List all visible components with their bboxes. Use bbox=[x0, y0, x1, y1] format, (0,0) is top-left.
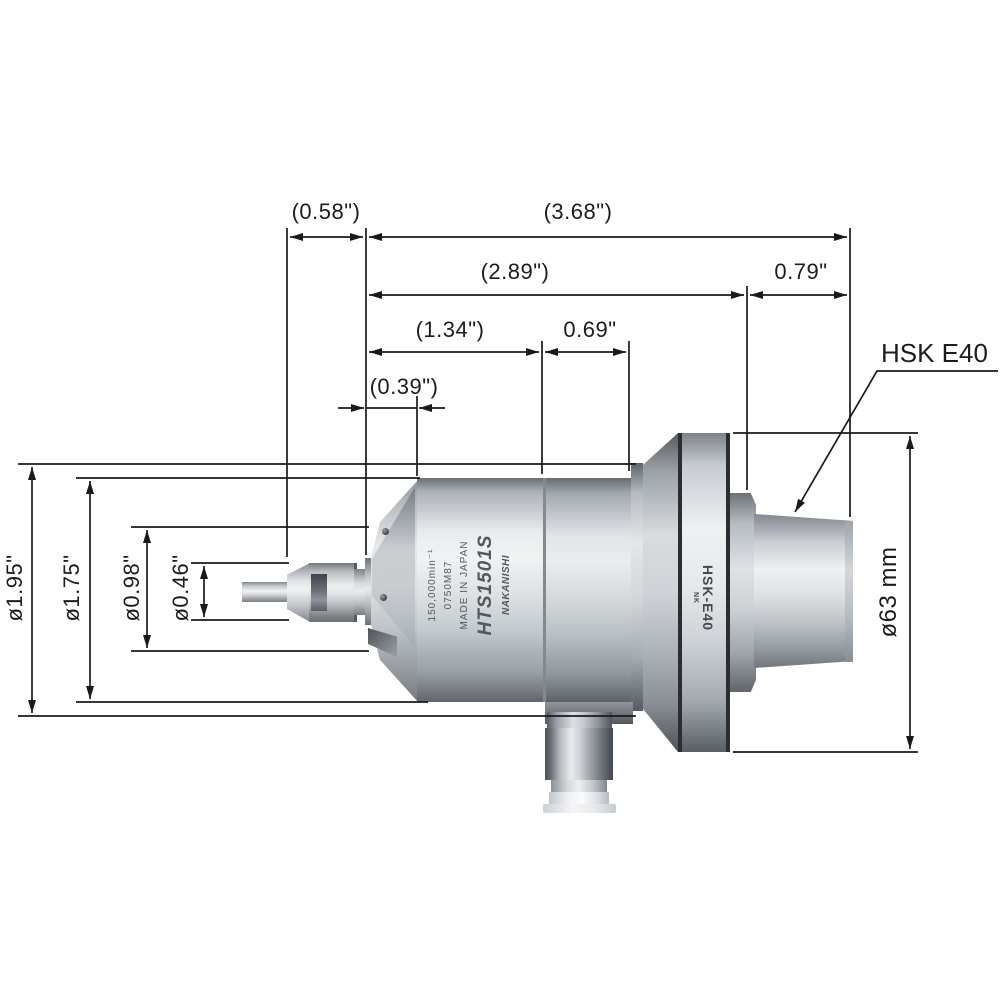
spindle-neck-ring bbox=[354, 569, 366, 615]
dim-label-0-58: (0.58") bbox=[291, 199, 361, 224]
dim-label-1-34: (1.34") bbox=[415, 317, 485, 342]
air-fitting-hex-nut bbox=[545, 728, 613, 780]
dim-label-dia-1-75: ø1.75" bbox=[59, 554, 84, 622]
dim-label-dia-0-98: ø0.98" bbox=[119, 554, 144, 622]
air-fitting-ring bbox=[551, 780, 607, 792]
collet-wrench-slot bbox=[311, 574, 327, 611]
dim-label-dia-1-95: ø1.95" bbox=[2, 554, 27, 622]
dim-label-2-89: (2.89") bbox=[480, 259, 550, 284]
dim-label-0-79: 0.79" bbox=[774, 259, 828, 284]
flange-band bbox=[678, 433, 730, 752]
dim-label-dia-63mm: ø63 mm bbox=[875, 546, 902, 638]
nose-front-ring bbox=[365, 558, 373, 625]
rear-ring bbox=[631, 463, 643, 711]
motor-housing bbox=[546, 478, 631, 702]
hsk-e40-callout: HSK E40 bbox=[881, 338, 988, 368]
front-housing bbox=[417, 478, 546, 702]
air-fitting-push-collar bbox=[549, 792, 609, 804]
hsk-taper-shank bbox=[754, 514, 853, 668]
collet-nut-cone bbox=[287, 563, 310, 622]
dim-label-0-69: 0.69" bbox=[563, 317, 617, 342]
screw-icon bbox=[380, 594, 387, 601]
tool-shank bbox=[242, 582, 292, 602]
flange-cone bbox=[643, 433, 678, 752]
dim-label-0-39: (0.39") bbox=[369, 374, 439, 399]
dim-label-3-68: (3.68") bbox=[543, 199, 613, 224]
air-fitting-flange bbox=[543, 804, 616, 813]
screw-icon bbox=[382, 528, 389, 535]
dim-label-dia-0-46: ø0.46" bbox=[168, 554, 193, 622]
hsk-taper-end-face bbox=[845, 521, 853, 662]
flange-step-ring bbox=[730, 493, 756, 692]
